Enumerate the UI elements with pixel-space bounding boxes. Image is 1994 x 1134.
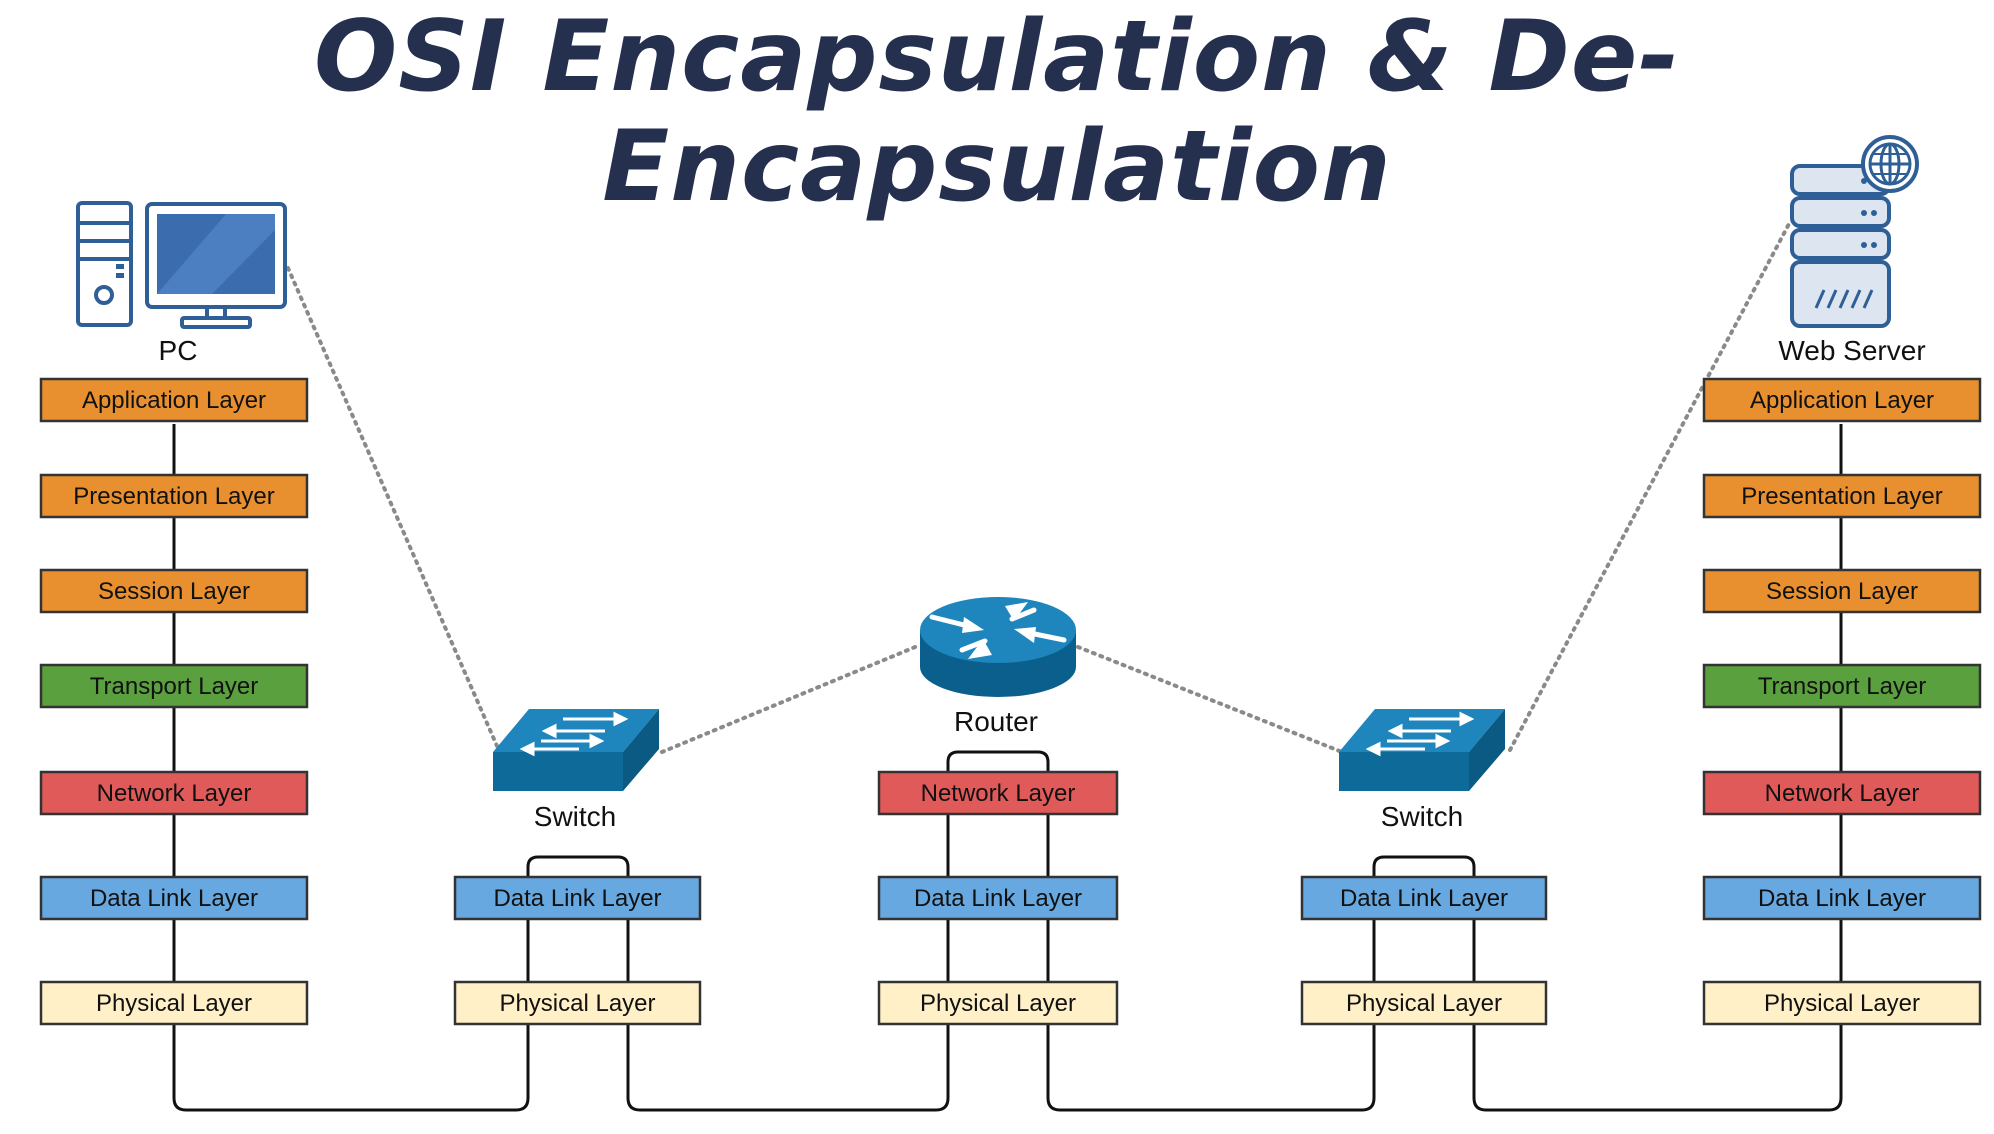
layer-label: Application Layer [1750, 387, 1934, 414]
layer-label: Application Layer [82, 387, 266, 414]
pc-presentation-layer: Presentation Layer [39, 473, 309, 519]
router-icon [920, 597, 1076, 697]
router-label: Router [954, 706, 1038, 737]
layer-box [1300, 980, 1548, 1026]
router-forward-loop [946, 750, 1050, 772]
topology-links [286, 220, 1792, 754]
layer-box [1702, 980, 1982, 1026]
pc-network-layer: Network Layer [39, 770, 309, 816]
layer-label: Data Link Layer [914, 885, 1082, 912]
switch1-label: Switch [534, 801, 616, 832]
layer-label: Network Layer [97, 780, 252, 807]
pc-transport-layer: Transport Layer [39, 663, 309, 709]
router-datalink-layer: Data Link Layer [877, 875, 1119, 921]
layer-label: Presentation Layer [1741, 483, 1942, 510]
pc-physical-layer: Physical Layer [39, 980, 309, 1026]
server-label: Web Server [1778, 335, 1925, 366]
switch2-datalink-layer: Data Link Layer [1300, 875, 1548, 921]
switch1-datalink-layer: Data Link Layer [453, 875, 702, 921]
layer-label: Physical Layer [499, 990, 655, 1017]
page-title: OSI Encapsulation & De-Encapsulation [313, 0, 1681, 224]
layer-box [877, 875, 1119, 921]
layer-box [1702, 377, 1982, 423]
layer-label: Data Link Layer [1758, 885, 1926, 912]
link-switch2-server [1508, 220, 1792, 752]
link-switch1-router [660, 643, 922, 754]
web-server-icon [1790, 135, 1919, 328]
layer-box [39, 568, 309, 614]
server-physical-layer: Physical Layer [1702, 980, 1982, 1026]
layer-label: Network Layer [921, 780, 1076, 807]
layer-label: Presentation Layer [73, 483, 274, 510]
layer-label: Physical Layer [1346, 990, 1502, 1017]
switch-icon [493, 709, 659, 791]
switch2-forward-loop [1372, 855, 1476, 877]
layer-box [39, 377, 309, 423]
server-network-layer: Network Layer [1702, 770, 1982, 816]
layer-label: Transport Layer [90, 673, 259, 700]
layer-box [1702, 568, 1982, 614]
layer-label: Session Layer [1766, 578, 1918, 605]
layer-box [1702, 875, 1982, 921]
server-transport-layer: Transport Layer [1702, 663, 1982, 709]
layer-box [39, 473, 309, 519]
layer-box [1702, 663, 1982, 709]
layer-label: Transport Layer [1758, 673, 1927, 700]
server-presentation-layer: Presentation Layer [1702, 473, 1982, 519]
layer-box [39, 770, 309, 816]
layer-label: Data Link Layer [90, 885, 258, 912]
layer-label: Session Layer [98, 578, 250, 605]
layer-label: Physical Layer [1764, 990, 1920, 1017]
layer-box [877, 770, 1119, 816]
pc-datalink-layer: Data Link Layer [39, 875, 309, 921]
server-datalink-layer: Data Link Layer [1702, 875, 1982, 921]
layer-label: Data Link Layer [493, 885, 661, 912]
router-physical-layer: Physical Layer [877, 980, 1119, 1026]
layer-box [39, 980, 309, 1026]
router-network-layer: Network Layer [877, 770, 1119, 816]
layer-box [39, 875, 309, 921]
pc-session-layer: Session Layer [39, 568, 309, 614]
desktop-computer-icon [76, 201, 287, 329]
link-router-switch2 [1076, 645, 1344, 754]
server-session-layer: Session Layer [1702, 568, 1982, 614]
cable-pc-switch1 [172, 1024, 530, 1112]
switch2-label: Switch [1381, 801, 1463, 832]
link-pc-switch1 [286, 266, 499, 748]
layer-box [877, 980, 1119, 1026]
layer-box [453, 875, 702, 921]
layer-box [1300, 875, 1548, 921]
switch2-physical-layer: Physical Layer [1300, 980, 1548, 1026]
pc-label: PC [159, 335, 198, 366]
switch-icon [1339, 709, 1505, 791]
layer-box [453, 980, 702, 1026]
server-application-layer: Application Layer [1702, 377, 1982, 423]
layer-label: Physical Layer [96, 990, 252, 1017]
layer-box [1702, 473, 1982, 519]
layer-label: Network Layer [1765, 780, 1920, 807]
layer-box [1702, 770, 1982, 816]
cable-switch1-router [626, 1024, 950, 1112]
switch1-forward-loop [526, 855, 630, 877]
layer-label: Physical Layer [920, 990, 1076, 1017]
switch1-physical-layer: Physical Layer [453, 980, 702, 1026]
cable-switch2-server [1472, 1024, 1843, 1112]
layer-label: Data Link Layer [1340, 885, 1508, 912]
layer-box [39, 663, 309, 709]
pc-application-layer: Application Layer [39, 377, 309, 423]
cable-router-switch2 [1046, 1024, 1376, 1112]
